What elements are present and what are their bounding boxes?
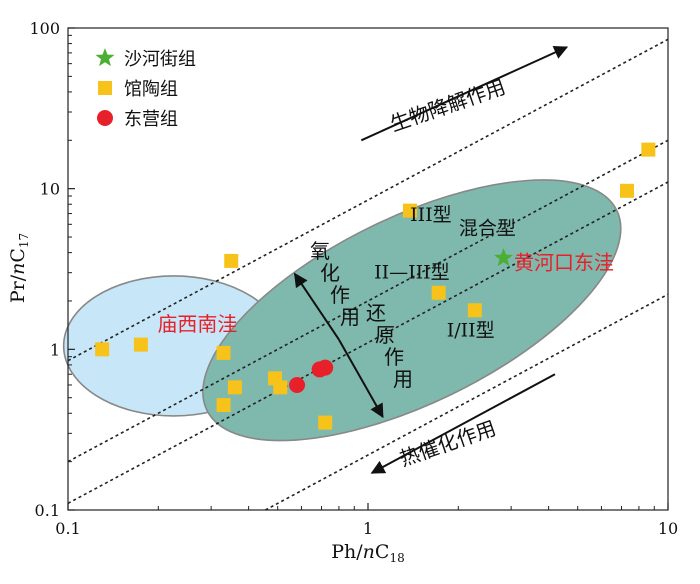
process-arrow-label-2: 氧化作用 (310, 239, 360, 329)
reference-line-4 (265, 293, 668, 510)
data-point-square-4 (216, 345, 231, 360)
legend-marker-square (98, 81, 112, 95)
regions-layer (62, 179, 622, 442)
y-tick-label-3: 10 (40, 180, 60, 199)
legend-label-3: 东营组 (124, 109, 178, 130)
data-point-square-8 (273, 380, 288, 395)
process-arrow-3 (338, 339, 384, 419)
y-axis-title: Pr/nC17 (7, 233, 31, 303)
process-arrow-label-1: 生物降解作用 (387, 75, 508, 137)
y-tick-label-1: 0.1 (35, 501, 60, 520)
y-tick-label-4: 100 (29, 19, 60, 38)
x-tick-label-3: 10 (658, 519, 678, 538)
data-point-circle-3 (317, 359, 334, 376)
data-point-square-2 (133, 337, 148, 352)
type-annotation-3: II—III型 (374, 262, 450, 284)
data-point-square-3 (224, 253, 239, 268)
x-tick-label-1: 0.1 (55, 519, 80, 538)
process-arrow-4 (370, 373, 556, 474)
data-point-square-12 (467, 303, 482, 318)
region-label-2: 黄河口东洼 (514, 250, 614, 274)
process-arrow-label-4: 热催化作用 (397, 416, 499, 471)
process-arrow-2 (293, 272, 340, 341)
data-point-square-6 (216, 398, 231, 413)
data-point-square-13 (619, 183, 634, 198)
process-arrow-1 (360, 45, 569, 142)
process-arrows-layer (293, 45, 569, 474)
type-annotation-1: III型 (410, 204, 452, 226)
x-axis-title: Ph/nC18 (331, 541, 405, 565)
data-point-square-9 (318, 415, 333, 430)
legend-label-2: 馆陶组 (124, 79, 178, 100)
region-label-1: 庙西南洼 (157, 312, 237, 336)
reference-lines-layer (68, 38, 668, 510)
legend-label-1: 沙河街组 (124, 49, 196, 70)
process-arrow-label-3: 还原作用 (366, 301, 413, 391)
legend-marker-star (95, 48, 115, 67)
y-tick-label-2: 1 (50, 340, 60, 359)
x-tick-label-2: 1 (363, 519, 373, 538)
type-annotation-2: 混合型 (459, 217, 516, 239)
data-point-square-10 (402, 203, 417, 218)
data-point-circle-1 (289, 376, 306, 393)
data-points-layer (95, 142, 656, 430)
data-point-square-14 (641, 142, 656, 157)
data-point-star-1 (494, 248, 513, 267)
type-annotation-4: I/II型 (447, 320, 495, 342)
data-point-square-1 (95, 342, 110, 357)
data-point-square-5 (227, 380, 242, 395)
data-point-square-11 (431, 285, 446, 300)
legend-marker-circle (97, 110, 113, 126)
